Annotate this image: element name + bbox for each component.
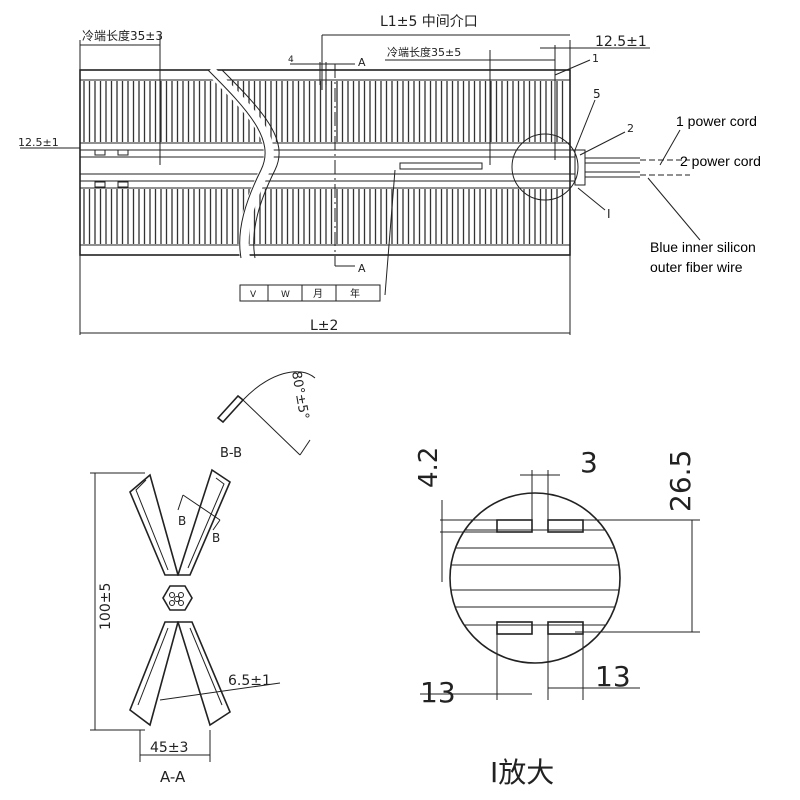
detail-dim-13-left: 13 [420,676,456,709]
top-view [20,34,701,335]
b-mark-1: B [178,514,186,528]
part-label-5: 5 [593,87,601,101]
detail-mark-i: I [607,207,611,221]
aa-height-dim: 100±5 [98,583,114,630]
power-cord-2-label: 2 power cord [680,153,761,169]
wire-label-line2: outer fiber wire [650,259,743,275]
date-stamp [239,284,381,302]
detail-i-view: 4.2 3 26.5 13 13 I放大 [414,446,700,789]
stamp-year: 年 [350,287,360,300]
break-line [206,66,274,259]
detail-dim-26-5: 26.5 [664,450,697,512]
aa-width-dim: 45±3 [150,740,188,756]
b-mark-2: B [212,531,220,545]
cold-end-left-label: 冷端长度35±3 [82,28,163,43]
detail-i-circle [511,133,579,201]
part-label-1: 1 [592,52,599,65]
wire-label-line1: Blue inner silicon [650,239,756,255]
small-dim-4: 4 [288,55,294,65]
detail-dim-3: 3 [580,446,598,479]
dim-right-top: 12.5±1 [595,34,647,50]
part-label-2: 2 [627,122,634,135]
section-mark-top: A [358,56,366,69]
fin-array [83,81,564,244]
overall-length-label: L±2 [310,318,338,334]
mid-opening-label: L1±5 中间介口 [380,14,478,30]
power-cord-1-label: 1 power cord [676,113,757,129]
stamp-v: V [250,290,257,300]
detail-dim-4-2: 4.2 [414,447,444,488]
dim-left-middle: 12.5±1 [18,136,59,149]
stamp-w: W [281,290,290,300]
section-mark-bottom: A [358,262,366,275]
detail-title: I放大 [490,756,554,789]
heating-tube [80,149,575,188]
cold-end-right-label: 冷端长度35±5 [387,45,461,59]
bb-title: B-B [220,446,242,461]
section-aa: B B 100±5 6.5±1 45±3 A-A [90,468,281,786]
aa-title: A-A [160,768,186,786]
aa-thickness-dim: 6.5±1 [228,673,271,689]
detail-dim-13-right: 13 [595,660,631,693]
stamp-month: 月 [313,288,323,300]
